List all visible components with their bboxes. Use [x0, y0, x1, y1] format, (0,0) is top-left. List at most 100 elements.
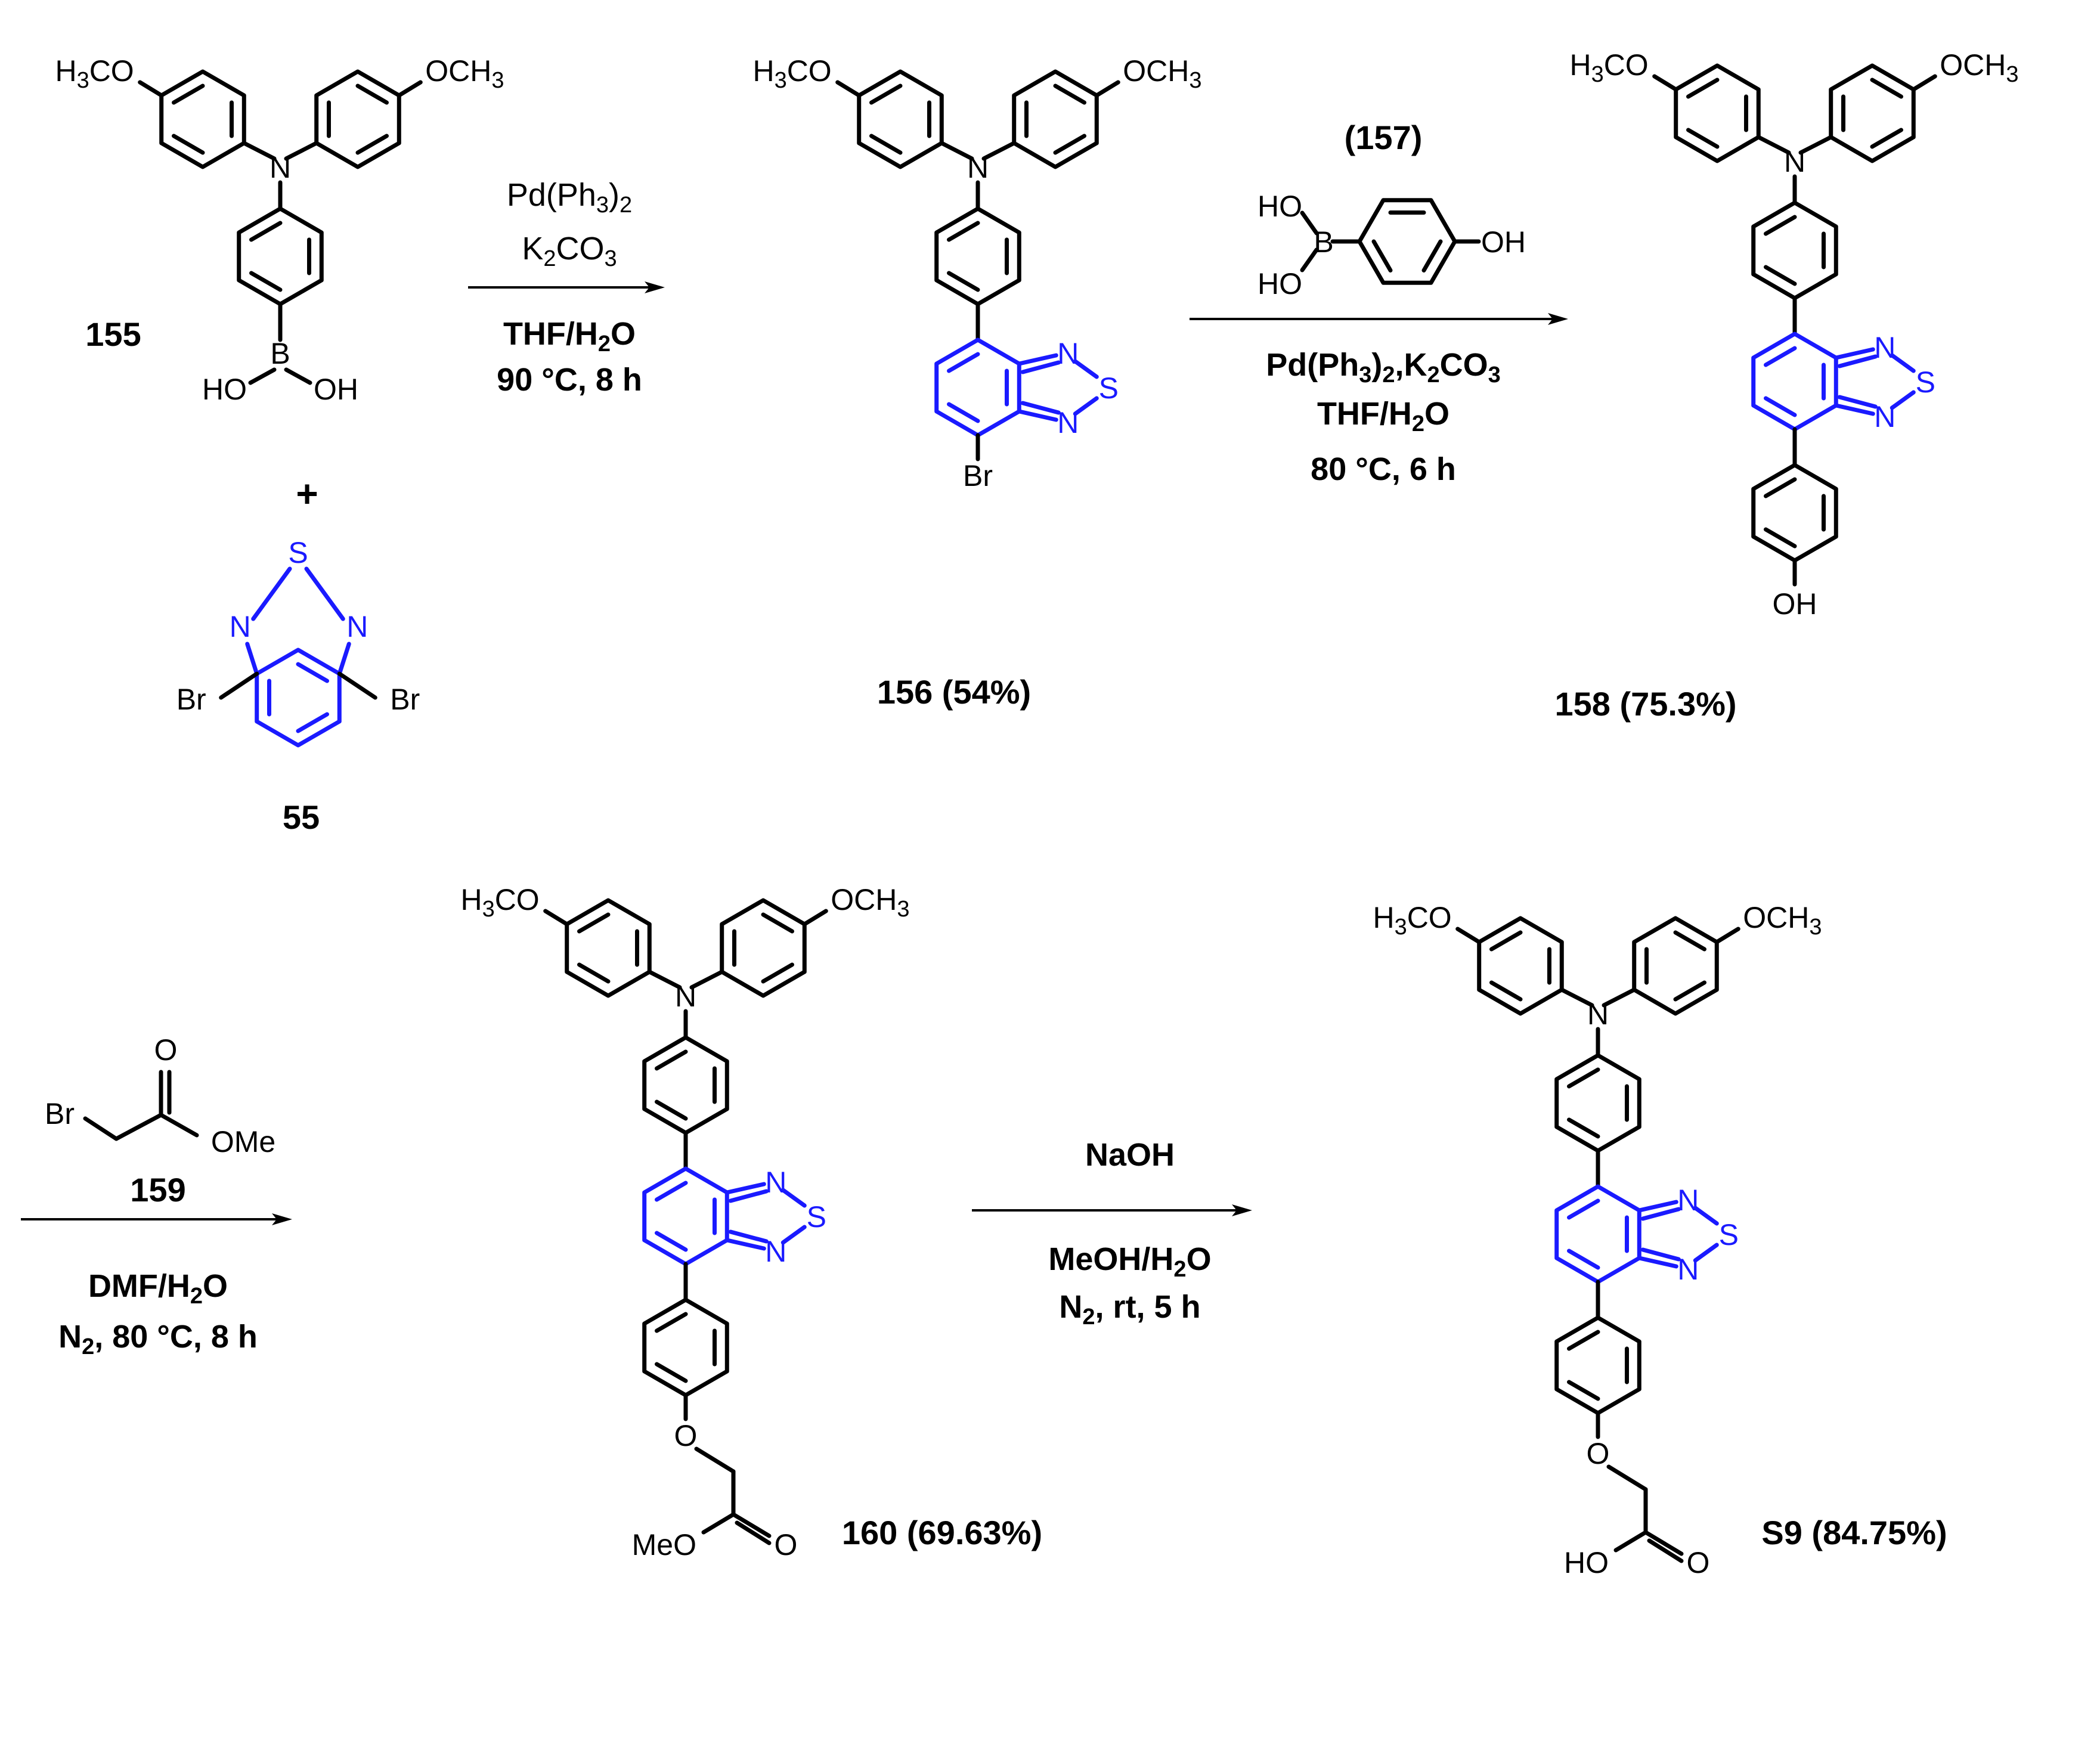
double-bond: [1764, 215, 1797, 236]
bond: [284, 367, 312, 385]
aryl-ring-bottom: [934, 206, 1021, 306]
condition-label: DMF/H2O: [88, 1268, 228, 1309]
bromine-atom: Br: [176, 683, 206, 716]
double-bond: [655, 1099, 688, 1121]
double-bond: [869, 83, 903, 105]
methoxy-label: MeO: [632, 1528, 696, 1562]
bond: [1020, 360, 1061, 374]
oxygen-atom: O: [674, 1419, 698, 1452]
btd-nitrogen: N: [1057, 406, 1079, 439]
bond: [1837, 395, 1878, 409]
aryl-ring-bottom: [1554, 1053, 1641, 1153]
bond: [728, 1229, 769, 1244]
double-bond: [1764, 346, 1797, 367]
methoxy-label: H3CO: [752, 54, 831, 93]
compound-label: 156 (54%): [877, 673, 1031, 711]
double-bond: [655, 1181, 688, 1202]
btd-sulfur: S: [807, 1200, 826, 1234]
double-bond: [1371, 239, 1393, 272]
hydroxyl-label: OH: [314, 373, 358, 406]
methoxy-label: H3CO: [55, 54, 134, 93]
btd-nitrogen: N: [346, 610, 368, 643]
btd-nitrogen: N: [1874, 331, 1895, 364]
double-bond: [1764, 396, 1797, 417]
double-bond: [249, 221, 283, 242]
bond: [114, 1113, 163, 1141]
bond: [1693, 1243, 1719, 1263]
double-bond: [577, 912, 611, 934]
double-bond: [1686, 128, 1720, 149]
compound-label: 158 (75.3%): [1554, 685, 1736, 723]
double-bond: [761, 912, 794, 934]
compound-number: 155: [85, 315, 141, 353]
bond: [1017, 409, 1058, 422]
arrow-head: [1232, 1204, 1252, 1216]
btd-nitrogen: N: [765, 1235, 786, 1268]
bond: [731, 1512, 772, 1538]
bond: [1559, 987, 1594, 1008]
bond: [1640, 1207, 1681, 1221]
bond: [1890, 390, 1916, 410]
oxygen-atom: O: [1687, 1546, 1710, 1579]
double-bond: [1764, 527, 1797, 549]
bond: [701, 1512, 736, 1535]
bond: [304, 566, 345, 621]
methoxy-label: OCH3: [831, 883, 909, 922]
compound-label: S9 (84.75%): [1761, 1514, 1947, 1551]
plus-sign: +: [296, 472, 318, 515]
aryl-ring: [642, 1297, 729, 1398]
bond: [1693, 1206, 1719, 1226]
double-bond: [947, 402, 980, 423]
bond: [780, 1188, 807, 1208]
btd-sulfur: S: [1719, 1218, 1739, 1251]
nitrogen-atom: N: [1587, 997, 1609, 1031]
bond: [284, 141, 319, 161]
bond: [802, 909, 828, 927]
double-bond: [1053, 134, 1086, 155]
bond: [689, 969, 724, 990]
bond: [337, 671, 377, 700]
bond: [1714, 927, 1740, 944]
bond: [1890, 353, 1916, 373]
bond: [939, 141, 974, 161]
bond: [1637, 1256, 1678, 1269]
aryl-ring: [1554, 1315, 1641, 1415]
double-bond: [1567, 1067, 1600, 1089]
bond: [83, 1116, 119, 1141]
bond: [248, 367, 277, 385]
bond: [780, 1225, 807, 1245]
bond: [1756, 135, 1791, 155]
bond: [1652, 74, 1678, 92]
methoxy-label: H3CO: [460, 883, 539, 922]
reagent-label: Pd(Ph3)2,K2CO3: [1266, 347, 1501, 388]
double-bond: [655, 1231, 688, 1252]
arrow-head: [272, 1213, 292, 1225]
double-bond: [172, 134, 205, 155]
bond: [397, 80, 423, 98]
bond: [1602, 987, 1637, 1008]
bond: [1017, 353, 1058, 366]
double-bond: [1567, 1380, 1600, 1401]
double-bond: [1673, 980, 1706, 1002]
methoxy-label: H3CO: [1569, 48, 1648, 87]
reagent-number: (157): [1345, 119, 1423, 156]
bond: [241, 141, 277, 161]
bond: [1606, 1464, 1648, 1492]
condition-label: THF/H2O: [503, 316, 636, 357]
oxygen-atom: O: [1587, 1437, 1610, 1470]
bond: [1073, 396, 1099, 416]
bond: [1073, 359, 1099, 379]
bond: [724, 1182, 766, 1195]
bond: [835, 80, 862, 98]
aryl-ring-bottom: [1751, 200, 1838, 300]
bond: [1911, 74, 1937, 92]
arrow-head: [645, 281, 665, 293]
double-bond: [1870, 128, 1903, 149]
methoxy-label: OMe: [211, 1125, 275, 1158]
btd-nitrogen: N: [1057, 337, 1079, 370]
